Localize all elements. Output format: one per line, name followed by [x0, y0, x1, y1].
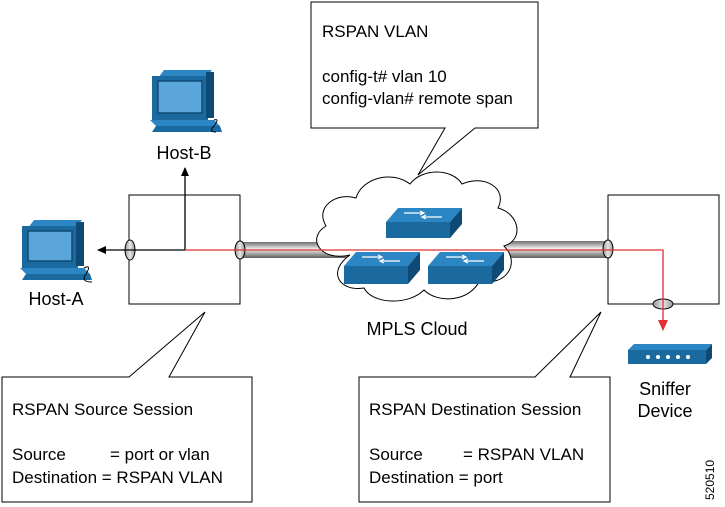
source-session-title: RSPAN Source Session — [12, 400, 193, 419]
callout-source-session: RSPAN Source Session Source = port or vl… — [1, 311, 253, 503]
sniffer-label-line1: Sniffer — [639, 379, 691, 399]
source-session-source-key: Source — [12, 445, 66, 464]
source-session-destination: Destination = RSPAN VLAN — [12, 468, 223, 487]
figure-id: 520510 — [703, 460, 717, 500]
mpls-cloud-label: MPLS Cloud — [366, 319, 467, 339]
switch-icon-left — [344, 252, 420, 284]
sniffer-device-icon — [628, 344, 712, 364]
destination-session-title: RSPAN Destination Session — [369, 400, 581, 419]
callout-rspan-vlan: RSPAN VLAN config-t# vlan 10 config-vlan… — [310, 1, 539, 176]
destination-session-source-value: = RSPAN VLAN — [463, 445, 584, 464]
source-session-source-value: = port or vlan — [110, 445, 210, 464]
callout-rspan-vlan-line1: config-t# vlan 10 — [322, 67, 447, 86]
host-b-label: Host-B — [156, 143, 211, 163]
sniffer-label-line2: Device — [637, 401, 692, 421]
callout-rspan-vlan-line2: config-vlan# remote span — [322, 89, 513, 108]
host-b-computer-icon — [150, 70, 222, 133]
switch-icon-right — [428, 252, 504, 284]
switch-icon-top — [386, 208, 462, 238]
destination-session-source-key: Source — [369, 445, 423, 464]
right-trunk-port — [602, 239, 614, 259]
callout-destination-session: RSPAN Destination Session Source = RSPAN… — [358, 311, 611, 503]
host-a-label: Host-A — [28, 289, 83, 309]
rspan-mirror-path — [185, 249, 668, 331]
callout-rspan-vlan-title: RSPAN VLAN — [322, 22, 428, 41]
host-a-computer-icon — [20, 220, 93, 283]
destination-session-destination: Destination = port — [369, 468, 503, 487]
